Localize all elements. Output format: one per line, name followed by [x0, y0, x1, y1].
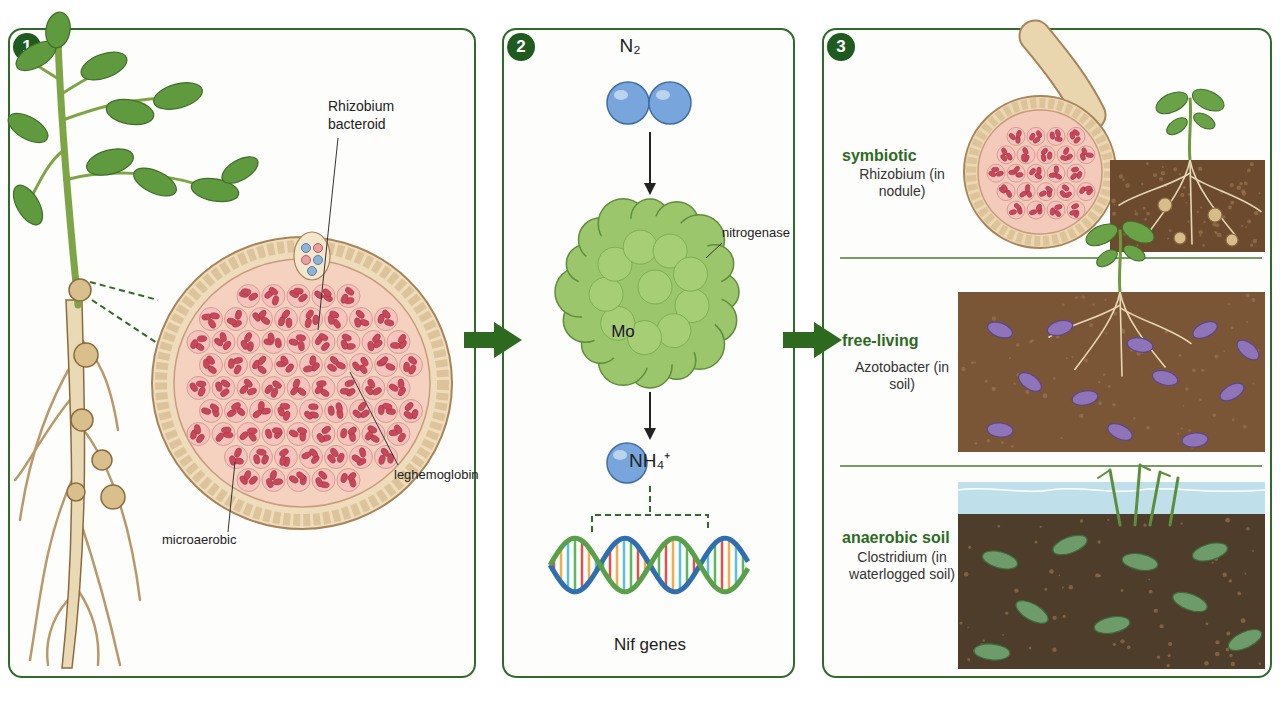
- fixer-band: anaerobic soilClostridium (in waterlogge…: [830, 468, 1265, 673]
- node-subtitle: Azotobacter (in soil): [842, 359, 962, 393]
- molecule-n2-outline: [600, 35, 700, 130]
- reaction-arrow: [649, 132, 651, 193]
- atom: [649, 82, 691, 124]
- protein-texture: [638, 270, 672, 304]
- node-label: N₂: [605, 35, 655, 58]
- callout-label: Rhizobium bacteroid: [328, 98, 408, 133]
- base-pair: [721, 538, 724, 591]
- flow-arrow: [783, 332, 822, 348]
- node-subtitle: Rhizobium (in nodule): [842, 166, 962, 200]
- protein-texture: [657, 314, 691, 348]
- base-pair: [616, 541, 619, 588]
- node-label: anaerobic soil: [842, 528, 950, 547]
- callout-number: 1: [13, 33, 41, 61]
- molecule-n2: N₂: [600, 35, 700, 130]
- base-pair: [574, 538, 577, 592]
- base-pair: [672, 538, 675, 592]
- dna-helix: Nif genes: [535, 515, 765, 663]
- callout-number: 3: [827, 33, 855, 61]
- base-pair: [567, 541, 570, 590]
- dna-strand: [550, 538, 748, 592]
- dashed-connector: [649, 486, 651, 515]
- node-label: symbiotic: [842, 146, 917, 165]
- atom: [607, 82, 649, 124]
- base-pair: [686, 545, 689, 584]
- reaction-arrow: [649, 392, 651, 438]
- protein-texture: [623, 230, 657, 264]
- protein-texture: [674, 257, 708, 291]
- base-pair: [623, 538, 626, 592]
- highlight: [613, 450, 627, 460]
- panel: symbioticRhizobium (in nodule)free-livin…: [822, 28, 1272, 678]
- callout-label: leghemoglobin: [394, 467, 479, 483]
- flow-arrow: [464, 332, 502, 348]
- base-pair: [735, 544, 738, 586]
- base-pair: [630, 540, 633, 590]
- panel: N₂MonitrogenaseNH₄⁺Nif genes2: [502, 28, 795, 678]
- fixer-band: free-livingAzotobacter (in soil): [830, 260, 1265, 463]
- base-pair: [728, 539, 731, 591]
- base-pair: [665, 542, 668, 588]
- node-label: Nif genes: [535, 635, 765, 655]
- node-subtitle: Clostridium (in waterlogged soil): [842, 549, 962, 583]
- node-label: free-living: [842, 331, 918, 350]
- highlight: [656, 90, 670, 100]
- base-pair: [637, 547, 640, 584]
- base-pair: [581, 541, 584, 590]
- node-label: nitrogenase: [722, 225, 790, 241]
- panel: 1: [8, 28, 476, 678]
- enzyme-blob-outline: [550, 195, 750, 390]
- fixer-band: symbioticRhizobium (in nodule): [830, 33, 1265, 255]
- protein-texture: [627, 321, 661, 355]
- node-label: Mo: [595, 322, 651, 342]
- ammonium-ion: NH₄⁺: [605, 440, 695, 486]
- protein-core: [578, 216, 722, 368]
- callout-label: microaerobic: [162, 532, 236, 548]
- highlight: [614, 90, 628, 100]
- protein-texture: [589, 277, 623, 311]
- dna-strand: [550, 538, 748, 592]
- callout-number: 2: [507, 33, 535, 61]
- base-pair: [679, 539, 682, 590]
- base-pair: [714, 543, 717, 587]
- enzyme-blob: Monitrogenase: [550, 195, 750, 390]
- node-label: NH₄⁺: [629, 450, 670, 473]
